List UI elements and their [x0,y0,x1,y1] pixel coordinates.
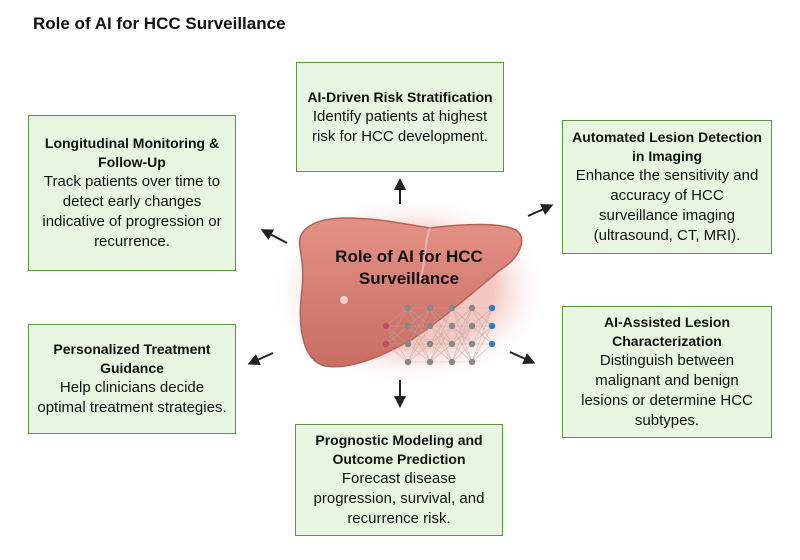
network-node [426,322,434,330]
network-edge [385,307,409,327]
network-edge [407,325,431,363]
box-heading: Automated Lesion Detection in Imaging [572,129,762,164]
network-edge [407,307,431,327]
network-edge [451,325,473,363]
box-heading: Prognostic Modeling and Outcome Predicti… [315,432,483,467]
network-edge [429,307,453,345]
liver-lobe-line [419,227,431,281]
network-edge [407,343,431,363]
network-node [404,304,412,312]
box-body: Track patients over time to detect early… [42,173,222,250]
arrow-to-detection [527,203,554,217]
network-edge [471,307,493,345]
network-edge [429,307,453,327]
network-node [488,340,496,348]
network-node [488,304,496,312]
box-heading: AI-Driven Risk Stratification [307,88,493,105]
liver-highlight-dot [340,296,348,304]
network-node [468,304,476,312]
network-node [404,322,412,330]
box-body: Forecast disease progression, survival, … [313,470,485,527]
network-edge [471,325,493,363]
network-node [448,304,456,312]
network-edge [407,307,431,345]
box-heading: Longitudinal Monitoring & Follow-Up [44,135,220,170]
network-node [448,340,456,348]
box-body: Help clinicians decide optimal treatment… [37,379,227,416]
network-node [448,358,456,366]
box-body: Distinguish between malignant and benign… [581,352,753,429]
network-edge [471,307,493,327]
box-heading: Personalized Treatment Guidance [53,341,211,376]
network-edge [451,307,473,363]
box-risk-stratification: AI-Driven Risk Stratification Identify p… [296,62,504,172]
page-title: Role of AI for HCC Surveillance [33,14,286,33]
box-lesion-detection: Automated Lesion Detection in Imaging En… [562,120,772,254]
network-node [448,322,456,330]
box-lesion-characterization: AI-Assisted Lesion Characterization Dist… [562,306,772,438]
network-node [404,358,412,366]
network-node [426,340,434,348]
network-edge [407,307,431,363]
network-edge [451,343,473,363]
network-node [468,322,476,330]
box-prognostic-modeling: Prognostic Modeling and Outcome Predicti… [295,424,503,536]
network-edge [471,307,493,363]
network-edge [385,307,409,345]
arrow-to-characterization [509,351,536,365]
center-label: Role of AI for HCC Surveillance [335,247,483,288]
network-edge [385,343,409,363]
network-edge [429,307,453,363]
network-edge [429,325,453,363]
network-node [488,322,496,330]
network-node [404,340,412,348]
network-node [468,340,476,348]
neural-network-icon [382,304,496,366]
arrow-to-monitoring [260,229,288,244]
arrow-to-treatment [247,352,274,366]
network-node [426,358,434,366]
network-edge [471,343,493,363]
box-body: Enhance the sensitivity and accuracy of … [575,167,759,244]
network-node [468,358,476,366]
network-node [382,340,390,348]
network-edge [451,307,473,327]
box-longitudinal-monitoring: Longitudinal Monitoring & Follow-Up Trac… [28,115,236,271]
network-edge [451,307,473,345]
network-node [426,304,434,312]
network-edge [385,325,409,345]
box-treatment-guidance: Personalized Treatment Guidance Help cli… [28,324,236,434]
liver-icon [298,217,523,368]
box-body: Identify patients at highest risk for HC… [312,107,488,145]
network-node [382,322,390,330]
network-edge [429,343,453,363]
box-heading: AI-Assisted Lesion Characterization [603,314,731,349]
